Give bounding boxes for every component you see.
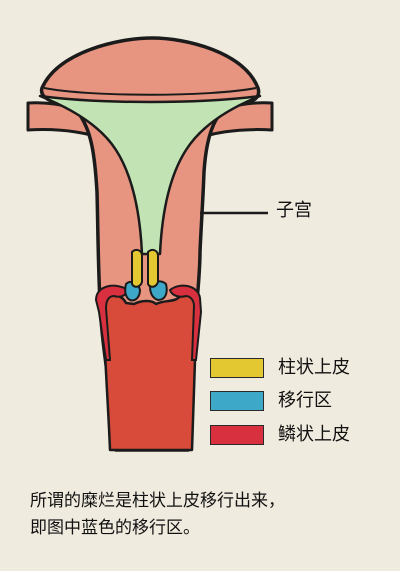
transformation-legend-swatch — [210, 391, 264, 411]
uterine-cavity — [38, 94, 262, 256]
squamous-epithelium-left — [94, 284, 130, 361]
columnar-epithelium-left — [131, 248, 143, 288]
columnar-legend-swatch — [210, 358, 264, 378]
transformation-legend-label: 移行区 — [278, 390, 332, 411]
columnar-epithelium-right — [147, 248, 159, 288]
caption-line-1: 所谓的糜烂是柱状上皮移行出来， — [30, 491, 285, 511]
caption: 所谓的糜烂是柱状上皮移行出来， 即图中蓝色的移行区。 — [30, 488, 390, 542]
caption-line-2: 即图中蓝色的移行区。 — [30, 518, 200, 538]
vaginal-canal — [101, 293, 199, 452]
squamous-legend-swatch — [210, 425, 264, 445]
squamous-epithelium-right — [168, 284, 203, 361]
uterus-label: 子宫 — [276, 200, 312, 221]
columnar-legend-label: 柱状上皮 — [278, 357, 350, 378]
squamous-legend-label: 鳞状上皮 — [278, 424, 350, 445]
fundus-line — [43, 87, 257, 96]
